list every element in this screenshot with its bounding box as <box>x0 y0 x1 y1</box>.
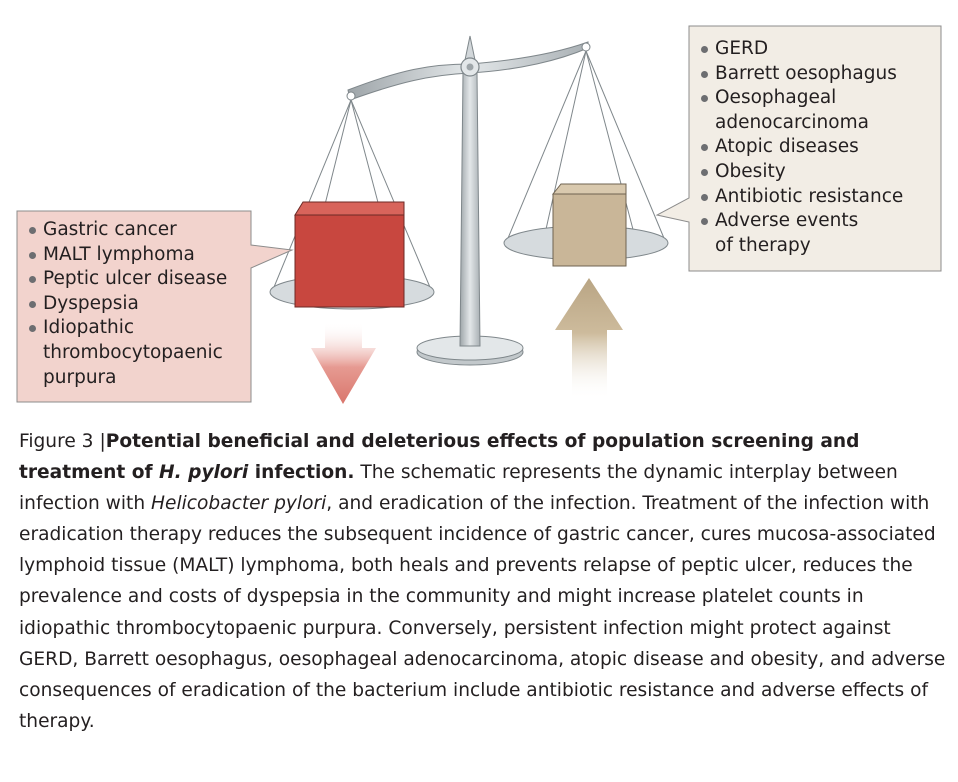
list-item-continuation: of therapy <box>715 234 811 256</box>
list-item: Idiopathic <box>27 316 251 341</box>
caption-title: Potential beneficial and deleterious eff… <box>19 431 860 484</box>
beneficial-weight-box <box>294 201 405 308</box>
down-arrow <box>311 322 376 404</box>
list-item-continuation: adenocarcinoma <box>715 111 869 133</box>
caption-body: The schematic represents the dynamic int… <box>19 462 946 732</box>
left-callout-panel <box>16 210 294 403</box>
list-item: Dyspepsia <box>27 292 251 317</box>
list-item-continuation: thrombocytopaenic <box>43 341 223 363</box>
list-item: Atopic diseases <box>699 135 941 160</box>
list-item: Obesity <box>699 160 941 185</box>
list-item: Adverse events <box>699 209 941 234</box>
list-item: Barrett oesophagus <box>699 62 941 87</box>
figure-caption: Figure 3 |Potential beneficial and delet… <box>19 426 949 737</box>
up-arrow <box>555 278 623 400</box>
figure-label: Figure 3 <box>19 431 94 452</box>
list-item: MALT lymphoma <box>27 243 251 268</box>
caption-separator: | <box>99 431 106 452</box>
deleterious-weight-box <box>551 183 627 267</box>
scale-finial <box>464 35 476 61</box>
beneficial-effects-callout: Gastric cancer MALT lymphoma Peptic ulce… <box>17 211 251 402</box>
list-item-continuation: purpura <box>43 366 117 388</box>
right-callout-panel <box>655 25 942 272</box>
list-item: GERD <box>699 37 941 62</box>
list-item: Peptic ulcer disease <box>27 267 251 292</box>
right-pan-strings <box>505 50 667 257</box>
balance-scale-illustration <box>16 25 942 404</box>
list-item: Gastric cancer <box>27 218 251 243</box>
list-item: Antibiotic resistance <box>699 185 941 210</box>
list-item: Oesophageal <box>699 86 941 111</box>
scale-column <box>459 71 481 347</box>
deleterious-effects-callout: GERD Barrett oesophagus Oesophageal aden… <box>689 26 941 271</box>
